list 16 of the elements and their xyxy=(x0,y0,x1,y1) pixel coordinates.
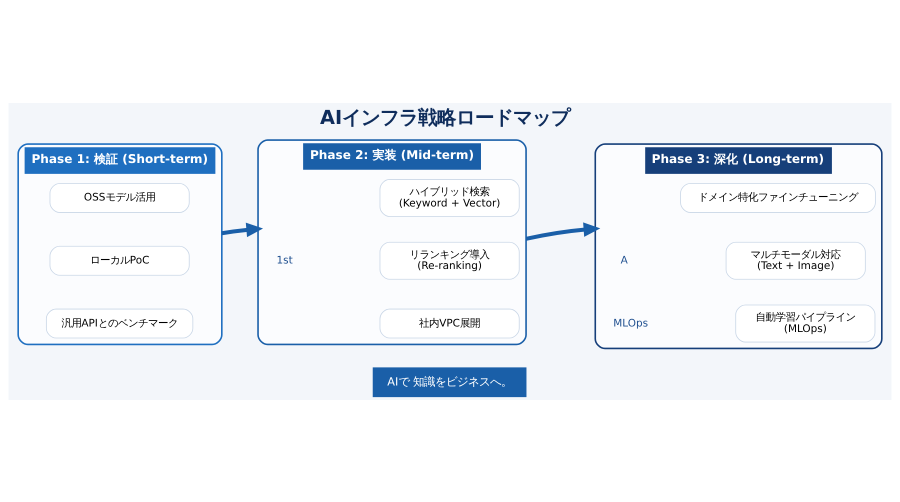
label: 1st xyxy=(276,254,293,266)
arrow xyxy=(526,222,600,240)
label: A xyxy=(620,254,628,266)
node-box: ドメイン特化ファインチューニング xyxy=(680,182,876,212)
node-box: リランキング導入 (Re-ranking) xyxy=(380,241,520,280)
node-box: 汎用APIとのベンチマーク xyxy=(46,308,194,338)
diagram-title: AIインフラ戦略ロードマップ xyxy=(320,106,570,129)
node-box: 社内VPC展開 xyxy=(380,308,520,338)
label: MLOps xyxy=(613,316,648,329)
node-box: ハイブリッド検索 (Keyword + Vector) xyxy=(380,178,520,216)
node-box: ローカルPoC xyxy=(50,245,190,276)
label: AIで 知識をビジネスへ。 xyxy=(387,374,512,388)
node-box: OSSモデル活用 xyxy=(50,182,190,212)
arrow xyxy=(222,222,264,237)
node-box: 自動学習パイプライン (MLOps) xyxy=(735,304,876,342)
node-box: マルチモーダル対応 (Text + Image) xyxy=(726,241,866,280)
